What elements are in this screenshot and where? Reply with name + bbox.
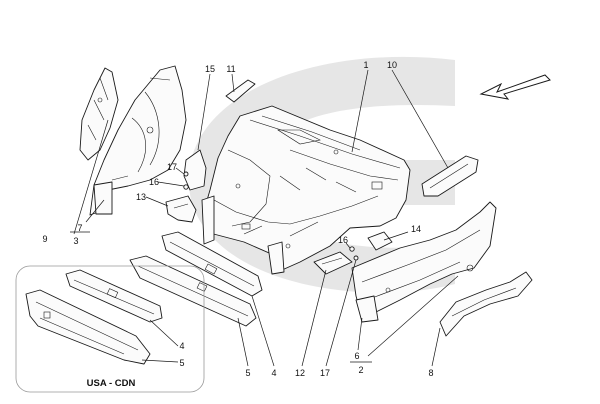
label-12: 12 xyxy=(295,368,305,378)
part-13-bracket xyxy=(165,195,197,223)
label-16b: 16 xyxy=(338,235,348,245)
part-11-strut xyxy=(225,79,256,103)
callouts: 1 10 15 11 17 16 13 7 3 9 14 16 12 17 6 … xyxy=(42,60,433,378)
part-7-inner-wheelarch xyxy=(89,65,187,216)
part-2-side-member xyxy=(351,201,497,323)
part-10-panel xyxy=(421,155,479,197)
label-17b: 17 xyxy=(320,368,330,378)
label-6: 6 xyxy=(354,351,359,361)
part-4-cross-member xyxy=(161,231,263,297)
label-9: 9 xyxy=(42,234,47,244)
part-12-bracket xyxy=(313,251,353,275)
part-14-bracket xyxy=(367,231,393,251)
label-5-variant: 5 xyxy=(179,358,184,368)
label-5: 5 xyxy=(245,368,250,378)
label-14: 14 xyxy=(411,224,421,234)
label-10: 10 xyxy=(387,60,397,70)
variant-part-4 xyxy=(65,269,163,323)
label-11: 11 xyxy=(226,64,235,74)
part-5-lower-member xyxy=(129,255,257,327)
variant-label: USA - CDN xyxy=(87,378,136,389)
part-9-wheelarch-panel xyxy=(79,67,119,161)
label-4-variant: 4 xyxy=(179,341,184,351)
label-4: 4 xyxy=(271,368,276,378)
label-17a: 17 xyxy=(167,162,177,172)
variant-part-5 xyxy=(25,289,151,365)
part-1-front-frame xyxy=(201,105,411,275)
direction-arrow-icon xyxy=(479,74,551,100)
part-8-bracket xyxy=(439,271,533,337)
label-7: 7 xyxy=(77,223,82,233)
label-16a: 16 xyxy=(149,177,159,187)
label-1: 1 xyxy=(363,60,368,70)
label-8: 8 xyxy=(428,368,433,378)
label-2: 2 xyxy=(358,365,363,375)
part-16-bolt-icon xyxy=(183,184,355,252)
label-13: 13 xyxy=(136,192,146,202)
label-15: 15 xyxy=(205,64,215,74)
variant-inset-box xyxy=(15,265,205,393)
part-15-bracket xyxy=(183,149,207,191)
leader-lines xyxy=(70,69,459,367)
label-3: 3 xyxy=(73,236,78,246)
